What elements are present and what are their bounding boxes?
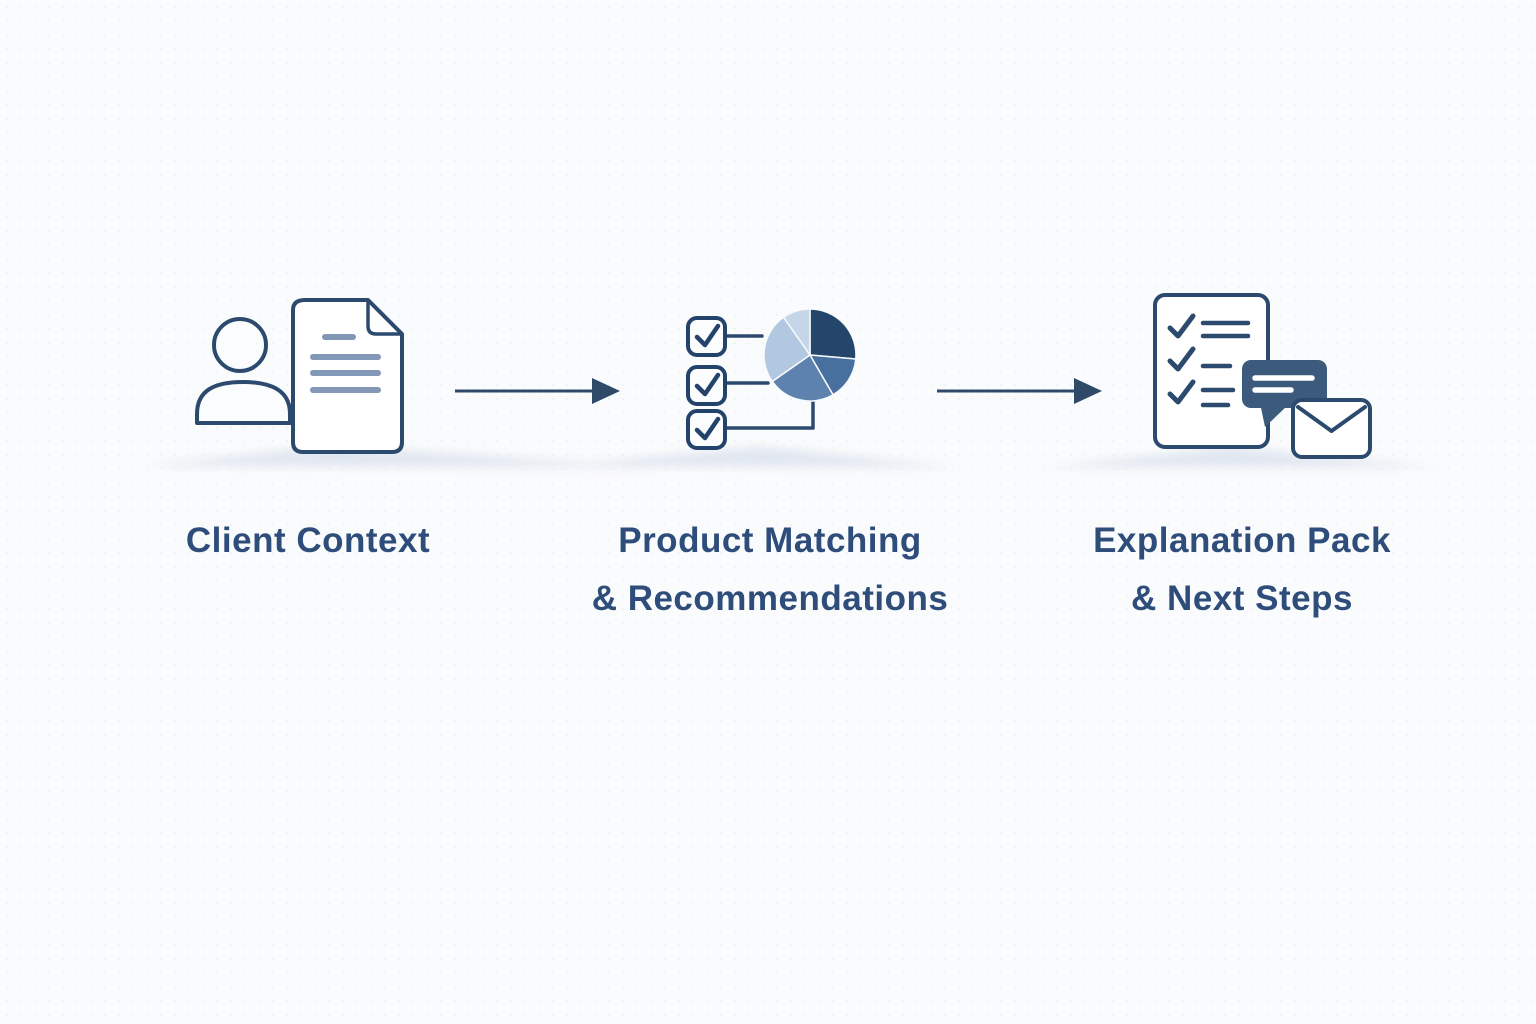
checklist-pie-chart-icon	[686, 308, 857, 450]
person-document-icon	[195, 298, 404, 454]
checkboxes	[686, 316, 727, 450]
document-fold	[366, 300, 402, 336]
report-checkmarks	[1167, 313, 1196, 405]
document-text-lines	[310, 334, 381, 393]
person-head	[212, 317, 268, 373]
checkmarks	[694, 323, 721, 441]
ground-shadows	[140, 446, 1438, 467]
envelope-icon	[1291, 398, 1372, 459]
person-body	[195, 380, 292, 425]
arrow-right-icon	[937, 378, 1102, 404]
step-label-line: Explanation Pack	[1093, 521, 1391, 560]
connector-lines	[723, 334, 815, 430]
chat-bubble-icon	[1242, 360, 1327, 427]
report-chat-envelope-icon	[1153, 293, 1372, 459]
arrow-right-icon	[455, 378, 620, 404]
step-label-product-matching: Product Matching & Recommendations	[550, 512, 990, 628]
step-label-explanation-pack: Explanation Pack & Next Steps	[1022, 512, 1462, 628]
step-label-line: Product Matching	[618, 521, 922, 560]
pie-chart	[763, 308, 857, 402]
step-label-line: & Next Steps	[1131, 579, 1353, 618]
step-label-line: Client Context	[185, 521, 431, 560]
report-text-lines	[1200, 320, 1251, 408]
step-label-line: & Recommendations	[591, 579, 949, 618]
step-label-client-context: Client Context	[88, 512, 528, 570]
